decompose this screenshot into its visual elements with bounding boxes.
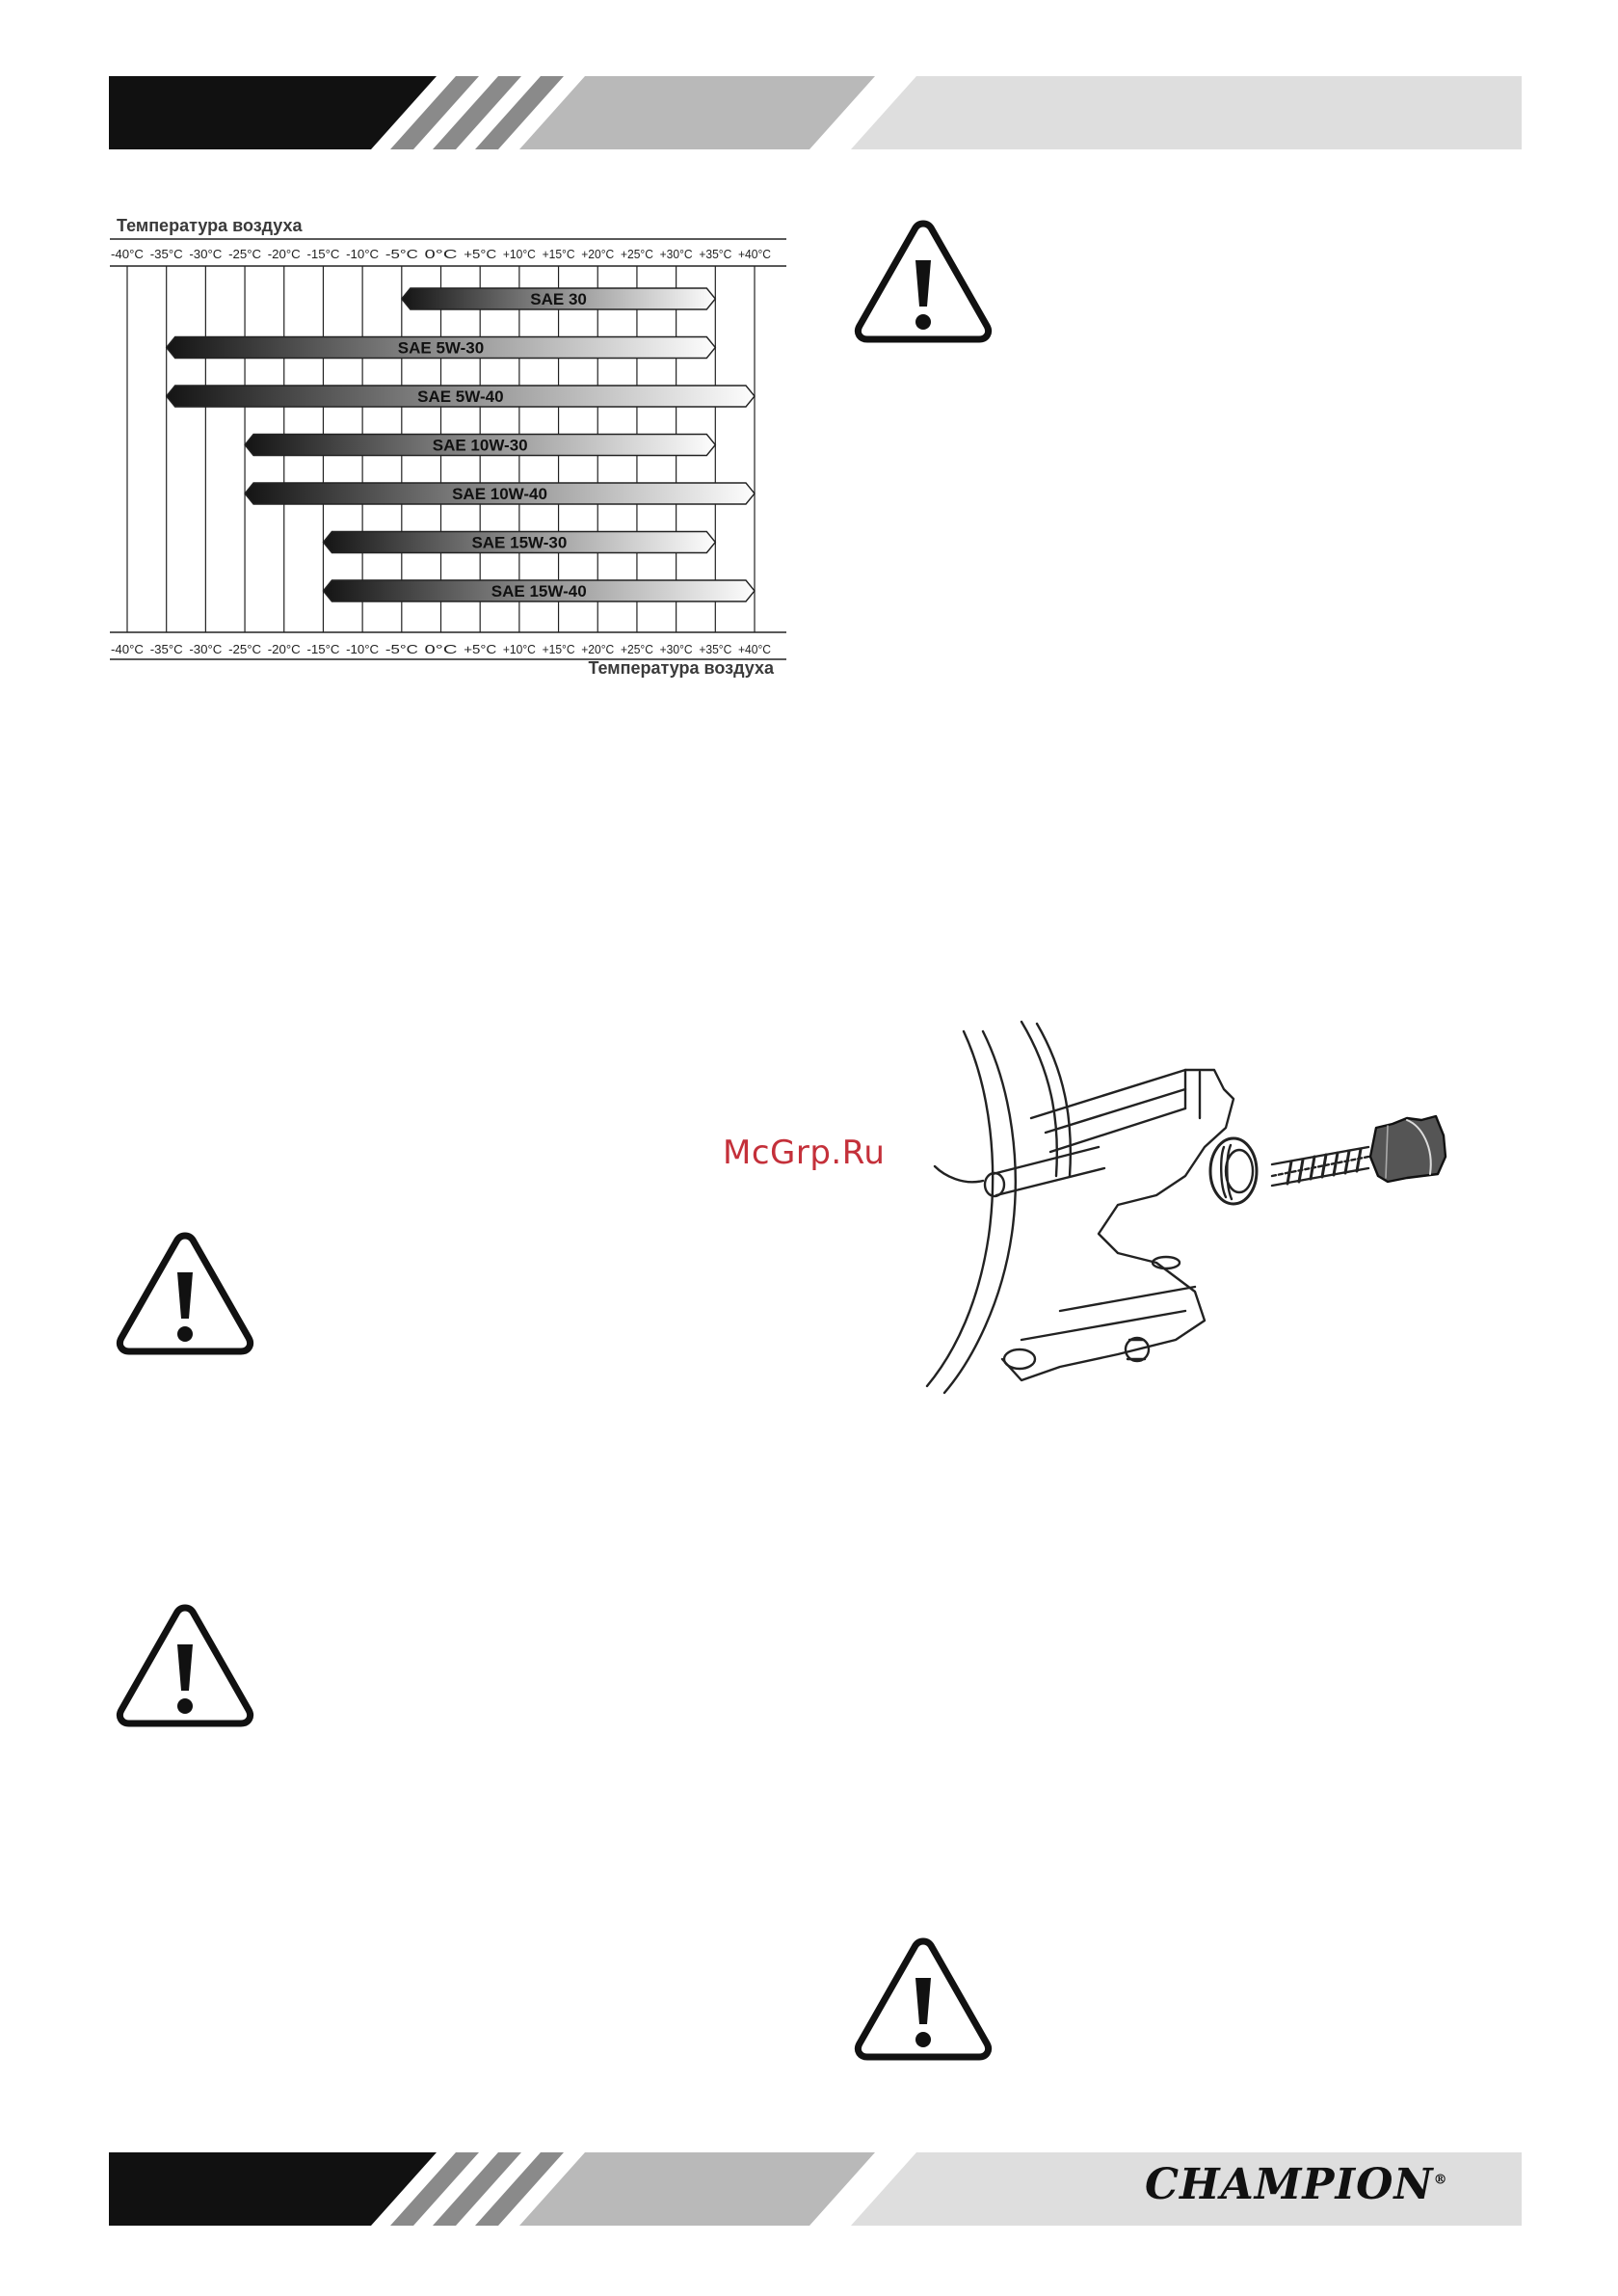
warning-icon: [854, 220, 993, 343]
tick-label-bottom: +5°C: [464, 642, 496, 656]
brand-name: CHAMPION: [1145, 2160, 1434, 2209]
tick-label-bottom: +25°C: [621, 642, 653, 656]
tick-label-bottom: -10°C: [346, 642, 379, 656]
brand-logo: CHAMPION®: [1145, 2160, 1448, 2209]
tick-label-top: +10°C: [503, 247, 536, 261]
header-band: [109, 76, 1522, 149]
registered-mark: ®: [1433, 2172, 1448, 2188]
range-bar: [400, 287, 717, 310]
tick-label-bottom: -30°C: [189, 642, 222, 656]
tick-label-bottom: +20°C: [581, 642, 614, 656]
footer-band: [109, 2152, 1522, 2226]
oil-viscosity-chart: -40°C -35°C -30°C -25°C -20°C -15°C -10°C -5°C 0…: [110, 238, 786, 660]
tick-label-bottom: +40°C: [738, 642, 771, 656]
tick-label-top: +5°C: [464, 247, 496, 261]
bar-label: SAE 15W-40: [491, 582, 587, 601]
tick-label-bottom: -15°C: [306, 642, 339, 656]
bar-label: SAE 10W-40: [452, 485, 547, 503]
tick-label-bottom: 0°C: [425, 642, 458, 656]
range-bar: [165, 335, 717, 360]
bar-label: SAE 15W-30: [471, 534, 567, 552]
tick-label-top: -40°C: [111, 247, 144, 261]
range-bar: [322, 530, 717, 554]
tick-label-top: -25°C: [228, 247, 261, 261]
range-bar: [165, 385, 756, 408]
warning-icon: [854, 1937, 993, 2061]
tick-label-top: +35°C: [699, 247, 731, 261]
tick-label-top: +30°C: [660, 247, 693, 261]
chart-xlabel: Температура воздуха: [588, 658, 774, 678]
tick-label-bottom: +10°C: [503, 642, 536, 656]
tick-label-bottom: -20°C: [268, 642, 301, 656]
tick-label-top: -15°C: [306, 247, 339, 261]
tick-label-top: +15°C: [543, 247, 575, 261]
tick-label-top: 0°C: [425, 247, 458, 261]
tick-label-top: +20°C: [581, 247, 614, 261]
warning-icon: [116, 1232, 254, 1355]
tick-label-top: -20°C: [268, 247, 301, 261]
tick-label-bottom: +15°C: [543, 642, 575, 656]
bar-label: SAE 5W-40: [417, 387, 503, 406]
tick-label-bottom: +35°C: [699, 642, 731, 656]
warning-icon: [116, 1604, 254, 1727]
tick-label-bottom: -5°C: [385, 642, 418, 656]
tick-label-top: +40°C: [738, 247, 771, 261]
bar-label: SAE 30: [530, 290, 587, 308]
range-bar: [244, 482, 756, 505]
bar-label: SAE 10W-30: [433, 437, 528, 455]
chart-title: Температура воздуха: [117, 216, 303, 235]
watermark: McGrp.Ru: [723, 1134, 886, 1172]
tick-label-bottom: -40°C: [111, 642, 144, 656]
tick-label-top: -30°C: [189, 247, 222, 261]
tick-label-top: +25°C: [621, 247, 653, 261]
bar-label: SAE 5W-30: [398, 339, 484, 358]
tick-label-bottom: +30°C: [660, 642, 693, 656]
tick-label-top: -5°C: [385, 247, 418, 261]
tick-label-bottom: -25°C: [228, 642, 261, 656]
tick-label-top: -35°C: [150, 247, 183, 261]
tick-label-top: -10°C: [346, 247, 379, 261]
tick-label-bottom: -35°C: [150, 642, 183, 656]
oil-dipstick-illustration: [925, 1020, 1447, 1395]
range-bar: [322, 579, 756, 602]
range-bar: [244, 433, 717, 457]
